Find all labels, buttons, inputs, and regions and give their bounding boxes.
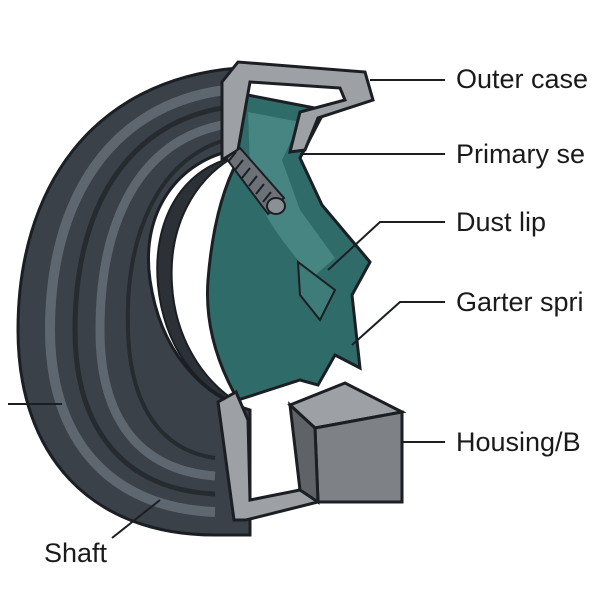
housing-block — [287, 381, 407, 505]
seal-highlight — [248, 112, 335, 278]
garter-spring — [224, 146, 286, 216]
leader-shaft — [111, 499, 161, 539]
leader-garter-spring — [351, 301, 445, 346]
spring-end — [266, 197, 286, 215]
label-primary-seal: Primary se — [456, 139, 585, 169]
ring-groove-1 — [44, 85, 226, 517]
leader-lines — [8, 79, 445, 539]
label-shaft: Shaft — [44, 538, 108, 568]
rubber-ring — [16, 66, 252, 537]
label-outer-case: Outer case — [456, 64, 588, 94]
label-dust-lip: Dust lip — [456, 207, 546, 237]
leader-dust-lip — [327, 221, 445, 271]
label-garter-spring: Garter spri — [456, 287, 584, 317]
label-housing: Housing/B — [456, 427, 581, 457]
ring-groove-2 — [72, 105, 223, 497]
ring-groove-3 — [95, 120, 223, 481]
housing-side — [288, 401, 320, 505]
dust-lip-edge — [296, 259, 337, 322]
ring-outer-body — [16, 66, 252, 537]
case-top-flange — [220, 60, 375, 163]
housing-front — [313, 410, 404, 504]
ring-groove-4 — [125, 138, 226, 460]
